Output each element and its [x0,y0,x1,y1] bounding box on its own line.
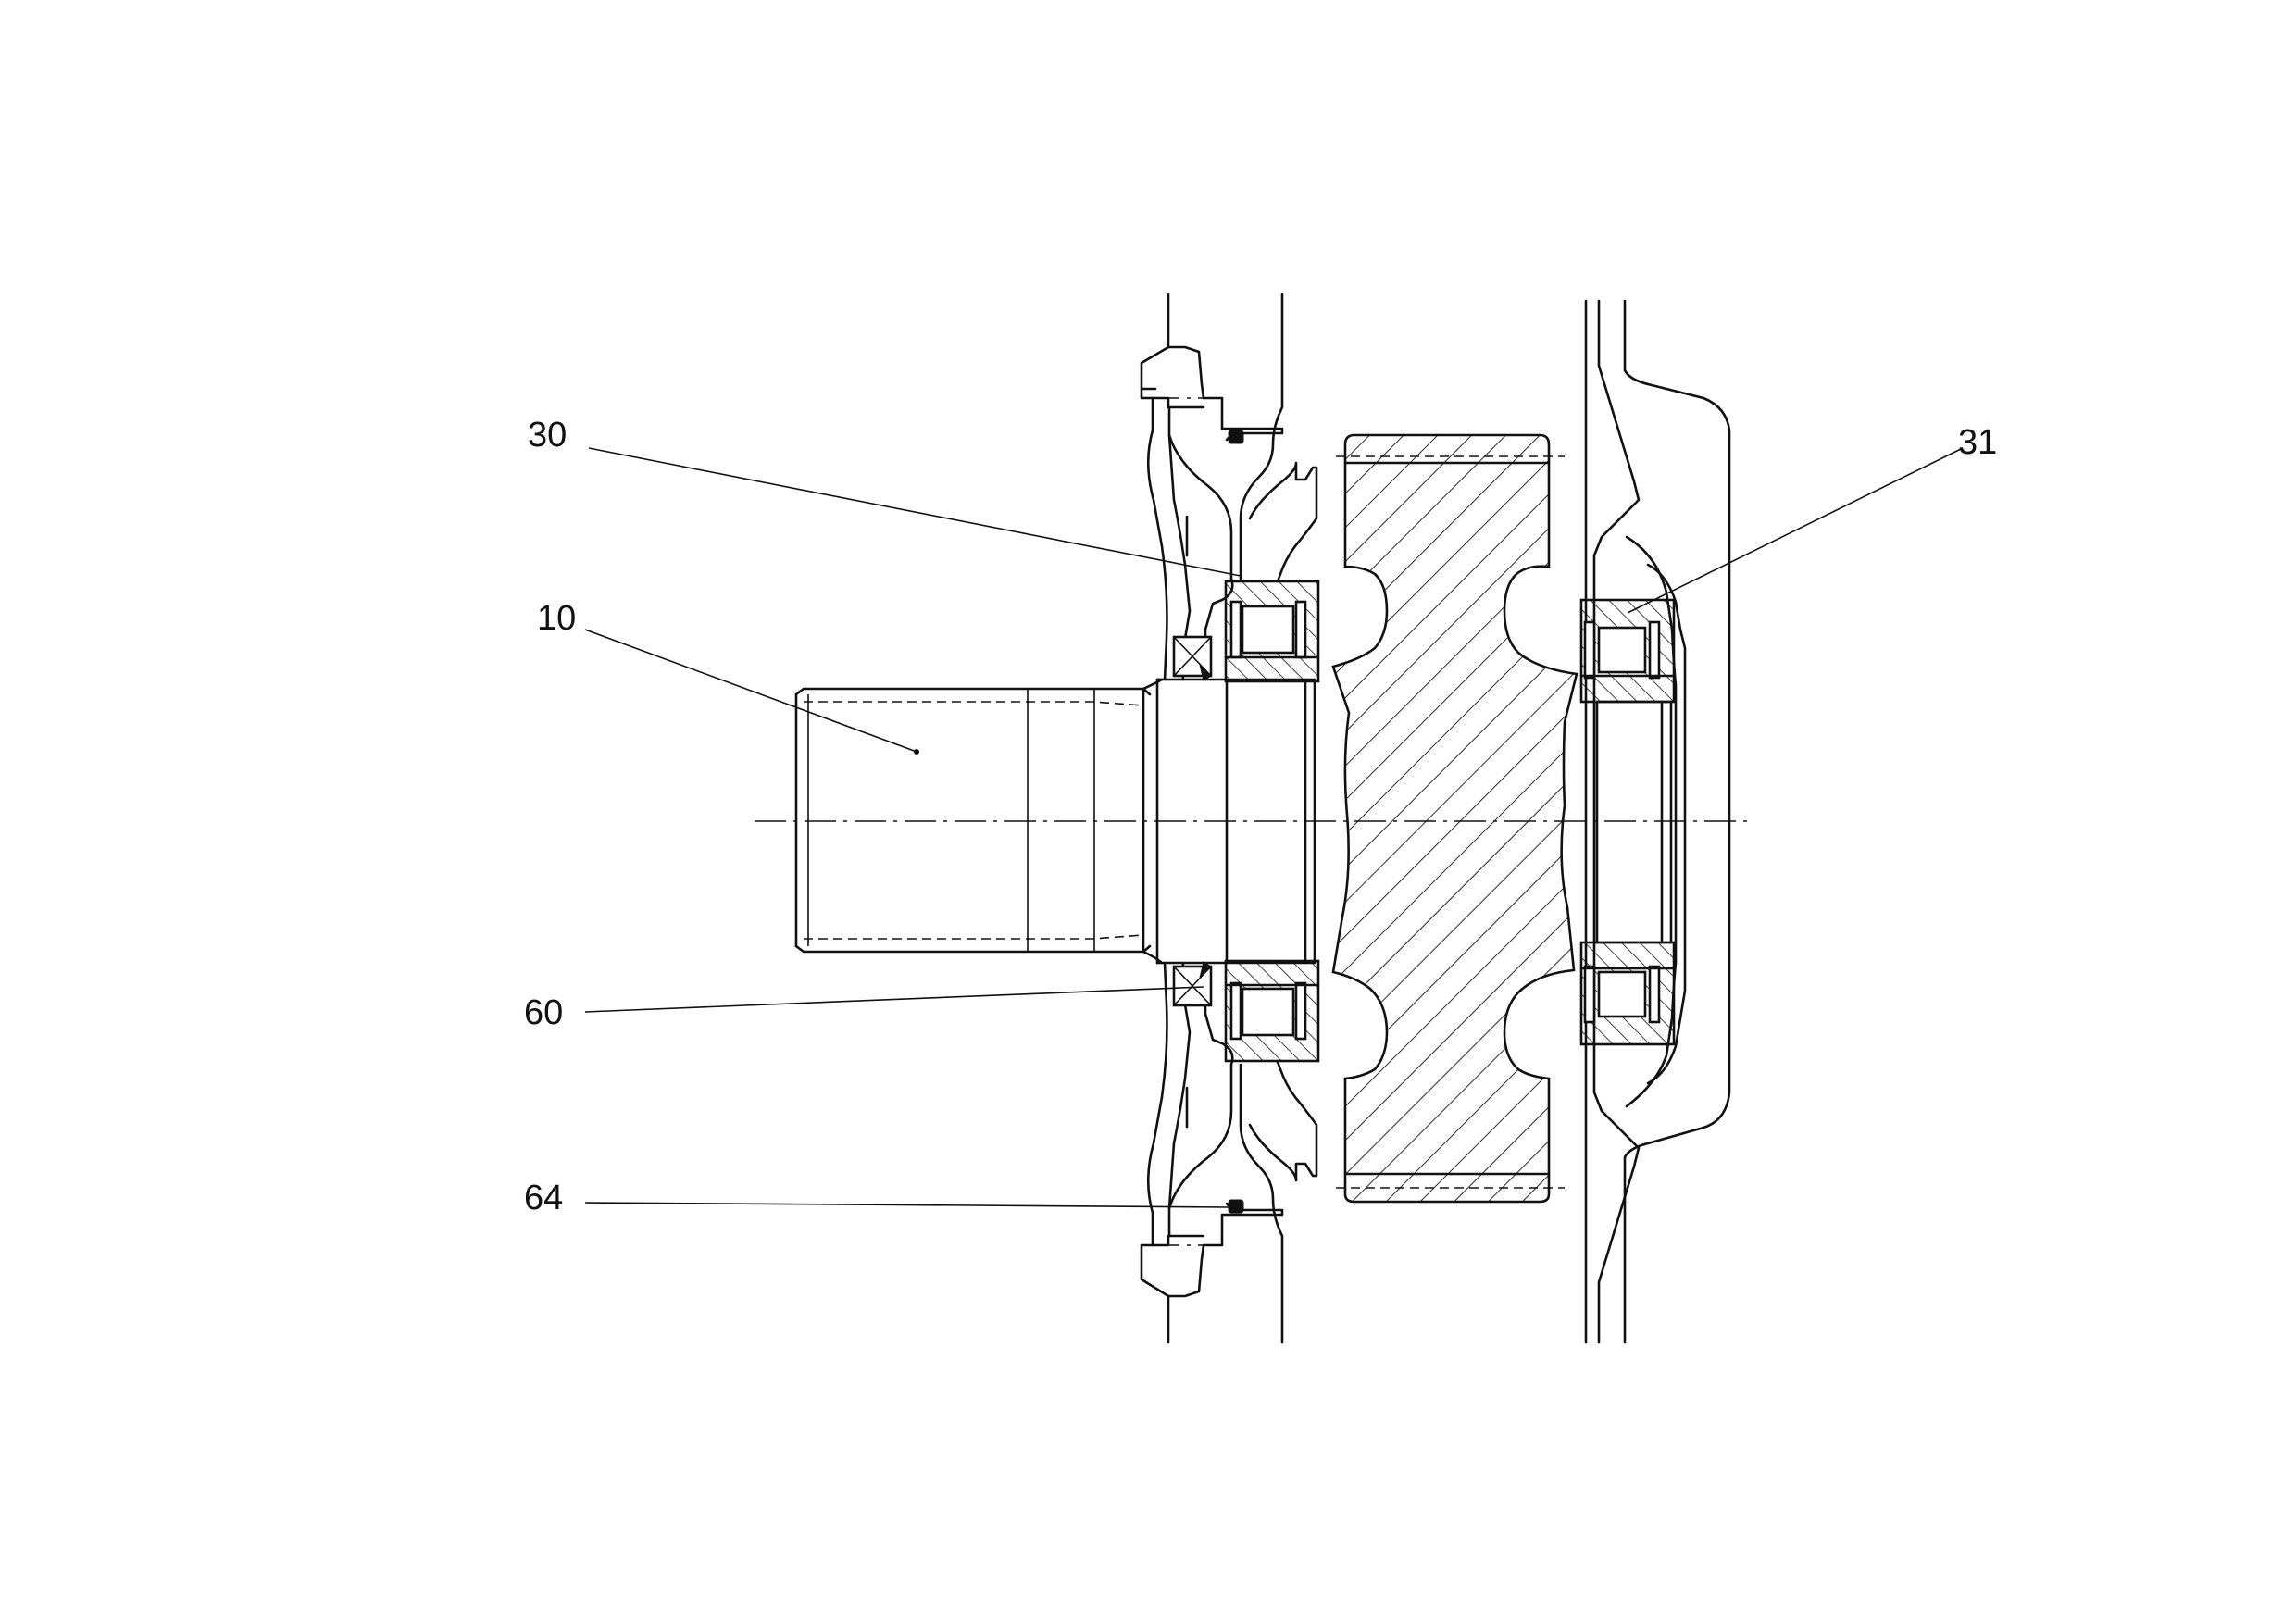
ref-numeral-60: 60 [524,993,563,1032]
bearing-31 [1579,598,1676,1046]
bearing-30 [1224,580,1320,1063]
leader-30 [588,447,1242,577]
ref-numeral-31: 31 [1958,423,1997,462]
ref-numeral-64: 64 [524,1179,563,1217]
left-housing [1140,293,1318,1344]
leader-31 [1627,447,1964,614]
ref-numeral-30: 30 [528,416,567,455]
leader-60 [584,986,1204,1013]
right-housing [1584,299,1731,1344]
leader-lines [584,447,1964,1208]
leader-10 [584,629,917,753]
gear-hatched [1331,433,1578,1204]
leader-64 [584,1202,1230,1208]
seal-60 [1172,635,1213,1007]
ref-numeral-10: 10 [537,599,576,638]
